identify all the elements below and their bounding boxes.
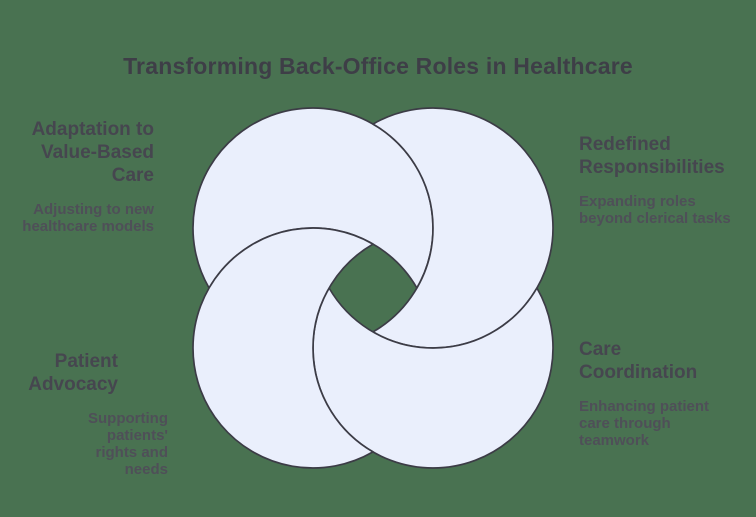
label-coordination-heading: Care Coordination bbox=[579, 339, 698, 383]
label-care-coordination: Care Coordination Enhancing patient care… bbox=[579, 338, 709, 449]
label-redefined-heading: Redefined Responsibilities bbox=[579, 134, 725, 178]
page-title: Transforming Back-Office Roles in Health… bbox=[123, 53, 633, 79]
label-adaptation-heading: Adaptation to Value-Based Care bbox=[31, 119, 154, 186]
label-adaptation-to-value-based-care: Adaptation to Value-Based Care Adjusting… bbox=[22, 118, 154, 235]
label-redefined-body: Expanding roles beyond clerical tasks bbox=[579, 193, 731, 227]
label-patient-advocacy: Patient Advocacy Supporting patients' ri… bbox=[0, 350, 168, 478]
petal-bottom-left bbox=[192, 227, 374, 469]
label-advocacy-heading: Patient Advocacy bbox=[28, 351, 118, 395]
label-adaptation-body: Adjusting to new healthcare models bbox=[22, 201, 154, 235]
label-coordination-body: Enhancing patient care through teamwork bbox=[579, 398, 710, 449]
label-advocacy-body: Supporting patients' rights and needs bbox=[88, 410, 168, 478]
label-redefined-responsibilities: Redefined Responsibilities Expanding rol… bbox=[579, 133, 731, 227]
